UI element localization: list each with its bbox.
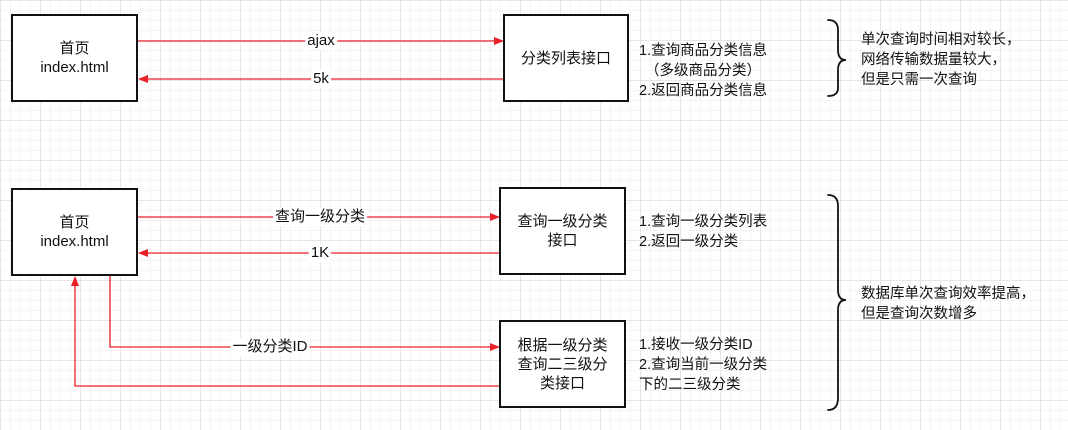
1k-label: 1K — [308, 244, 332, 262]
row1-note-3: 2.返回商品分类信息 — [639, 83, 768, 99]
category-id-label: 一级分类ID — [230, 338, 310, 356]
row1-summary: 单次查询时间相对较长， 网络传输数据量较大， 但是只需一次查询 — [861, 30, 1021, 90]
level1-request-label: 查询一级分类 — [272, 208, 368, 226]
row2-summary-2: 但是查询次数增多 — [861, 306, 977, 322]
home-box-bottom: 首页 index.html — [11, 188, 138, 276]
row1-summary-2: 网络传输数据量较大， — [861, 52, 1006, 68]
sub-category-api-box: 根据一级分类 查询二三级分 类接口 — [499, 320, 626, 408]
sub-api-line-1: 根据一级分类 — [517, 336, 608, 354]
level1-note-2: 2.返回一级分类 — [639, 234, 739, 250]
level1-api-box: 查询一级分类 接口 — [499, 187, 626, 275]
arrow-sub-response — [71, 276, 499, 387]
brace-row2 — [827, 194, 847, 411]
sub-note-1: 1.接收一级分类ID — [639, 337, 753, 353]
arrow-id-request — [109, 276, 500, 351]
level1-note-1: 1.查询一级分类列表 — [639, 214, 768, 230]
row1-note-1: 1.查询商品分类信息 — [639, 43, 768, 59]
level1-api-line-2: 接口 — [547, 232, 578, 249]
home-filename: index.html — [40, 233, 109, 250]
sub-notes: 1.接收一级分类ID 2.查询当前一级分类 下的二三级分类 — [639, 335, 767, 395]
brace-row1 — [827, 19, 847, 97]
sub-note-2: 2.查询当前一级分类 — [639, 357, 768, 373]
row1-summary-1: 单次查询时间相对较长， — [861, 32, 1021, 48]
ajax-label: ajax — [305, 32, 337, 50]
row1-summary-3: 但是只需一次查询 — [861, 72, 977, 88]
sub-api-line-2: 查询二三级分 — [517, 355, 608, 373]
level1-api-line-1: 查询一级分类 — [517, 213, 608, 230]
home-title: 首页 — [59, 214, 90, 231]
home-title: 首页 — [59, 40, 90, 57]
row2-summary-1: 数据库单次查询效率提高， — [861, 286, 1035, 302]
row2-summary: 数据库单次查询效率提高， 但是查询次数增多 — [861, 284, 1035, 324]
5k-label: 5k — [311, 70, 331, 88]
home-filename: index.html — [40, 59, 109, 76]
row1-notes: 1.查询商品分类信息 （多级商品分类） 2.返回商品分类信息 — [639, 41, 767, 101]
category-list-api-label: 分类列表接口 — [520, 49, 611, 67]
category-list-api-box: 分类列表接口 — [503, 14, 629, 102]
sub-api-line-3: 类接口 — [539, 374, 585, 392]
level1-notes: 1.查询一级分类列表 2.返回一级分类 — [639, 212, 767, 252]
row1-note-2: （多级商品分类） — [645, 63, 761, 79]
sub-note-3: 下的二三级分类 — [639, 377, 741, 393]
home-box-top: 首页 index.html — [11, 14, 138, 102]
